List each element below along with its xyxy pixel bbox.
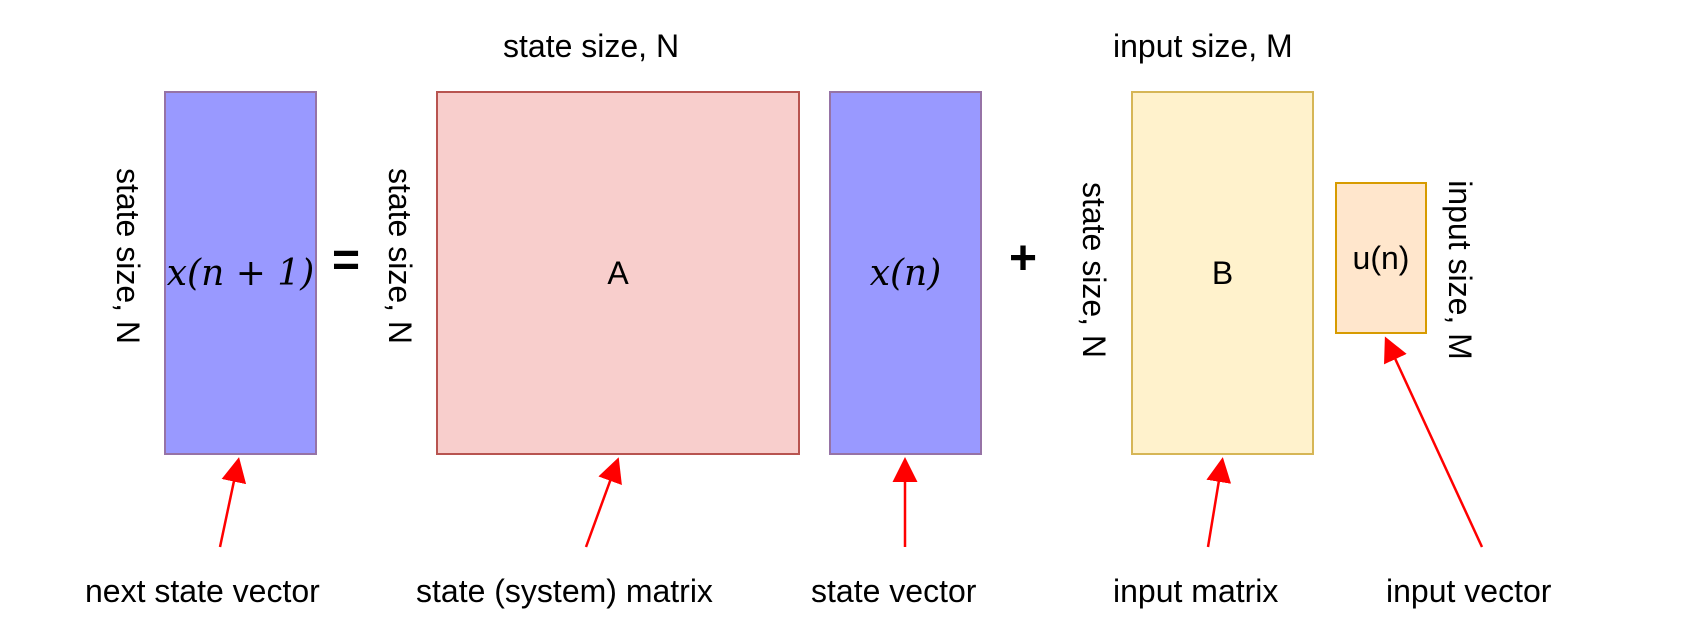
input-vector-arrow (1384, 336, 1484, 548)
input-matrix-caption: input matrix (1113, 573, 1279, 609)
next-state-symbol: x(n + 1) (166, 252, 315, 294)
input-matrix-block: B (1131, 91, 1314, 455)
state-vector-block: x(n) (829, 91, 982, 455)
plus-sign: + (1008, 232, 1038, 285)
a-matrix-symbol: A (607, 254, 629, 291)
state-matrix-arrow (584, 457, 622, 548)
b-matrix-symbol: B (1211, 254, 1234, 291)
state-matrix-caption: state (system) matrix (416, 573, 713, 609)
input-size-top-label: input size, M (1113, 28, 1293, 64)
state-size-top-label: state size, N (503, 28, 680, 64)
state-symbol: x(n) (869, 252, 942, 294)
input-symbol: u(n) (1352, 239, 1410, 276)
state-vector-caption: state vector (811, 573, 977, 609)
input-vector-block: u(n) (1335, 182, 1427, 334)
next-state-arrow (218, 457, 247, 548)
state-matrix-block: A (436, 91, 800, 455)
next-state-vector-block: x(n + 1) (164, 91, 317, 455)
equals-sign: = (331, 234, 361, 287)
input-matrix-arrow (1206, 457, 1232, 548)
input-vector-caption: input vector (1386, 573, 1552, 609)
next-state-vector-caption: next state vector (85, 573, 320, 609)
